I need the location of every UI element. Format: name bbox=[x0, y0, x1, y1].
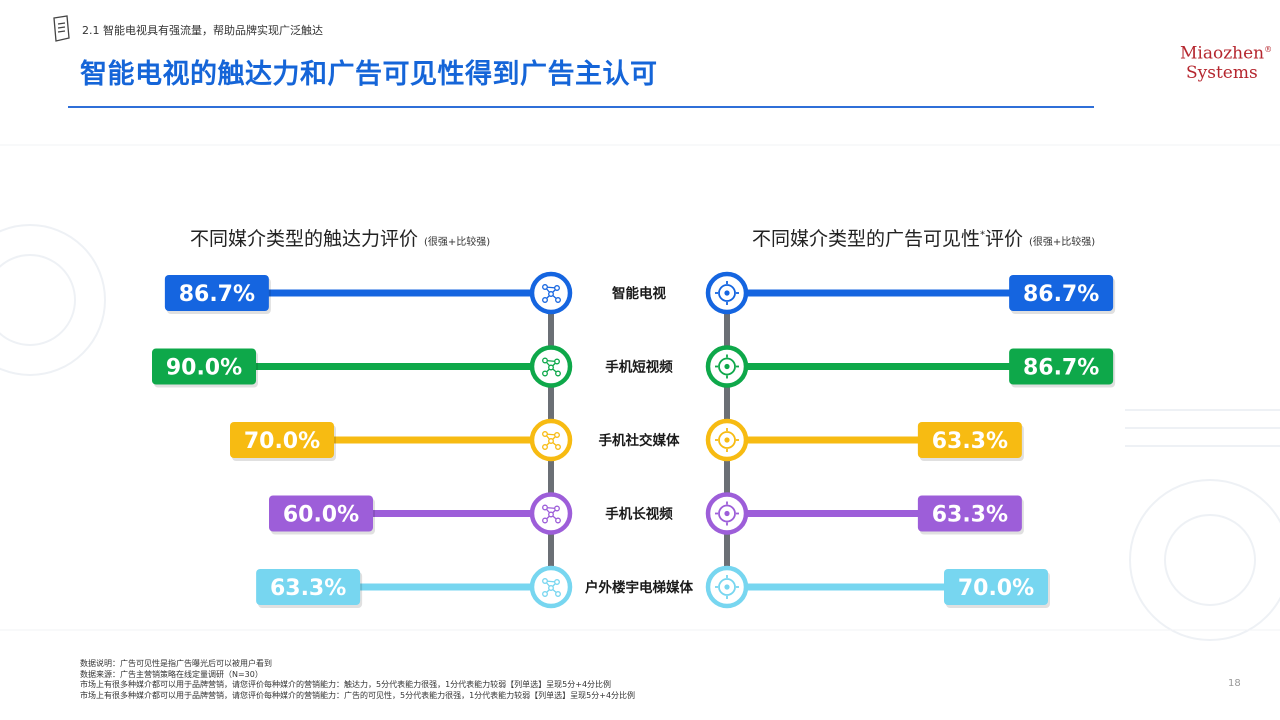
left-value-label: 86.7% bbox=[179, 282, 255, 307]
network-icon-dot bbox=[542, 517, 548, 524]
left-value-label: 70.0% bbox=[244, 429, 320, 454]
network-icon-dot bbox=[542, 370, 548, 377]
target-icon-center bbox=[724, 290, 730, 296]
network-icon-dot bbox=[548, 291, 554, 297]
right-value-box bbox=[917, 495, 1022, 532]
right-value-label: 86.7% bbox=[1023, 282, 1099, 307]
network-icon-dot bbox=[554, 505, 560, 512]
right-value-label: 86.7% bbox=[1023, 356, 1099, 381]
footnote-line: 市场上有很多种媒介都可以用于品牌营销，请您评价每种媒介的营销能力：触达力，5分代… bbox=[80, 680, 612, 689]
right-chart-title-asterisk: * bbox=[980, 229, 986, 241]
left-value-label: 63.3% bbox=[270, 576, 346, 601]
left-chart-title-text: 不同媒介类型的触达力评价 bbox=[190, 228, 419, 250]
left-chart-title: 不同媒介类型的触达力评价 (很强+比较强) bbox=[190, 224, 490, 251]
target-icon-center bbox=[724, 363, 730, 370]
footnote-line: 市场上有很多种媒介都可以用于品牌营销，请您评价每种媒介的营销能力：广告的可见性，… bbox=[80, 690, 636, 700]
right-chart-title: 不同媒介类型的广告可见性*评价 (很强+比较强) bbox=[752, 224, 1095, 251]
right-value-label: 63.3% bbox=[932, 429, 1008, 454]
document-icon bbox=[53, 15, 70, 42]
target-icon-center bbox=[724, 584, 730, 590]
category-label: 手机短视频 bbox=[605, 359, 673, 376]
network-icon-dot bbox=[554, 432, 560, 438]
network-icon-dot bbox=[554, 285, 560, 291]
right-value-box bbox=[1009, 348, 1114, 385]
target-icon-center bbox=[724, 437, 730, 443]
network-icon-dot bbox=[542, 504, 548, 511]
right-chart-note: (很强+比较强) bbox=[1029, 237, 1096, 248]
left-value-label: 90.0% bbox=[166, 356, 242, 381]
network-icon-dot bbox=[555, 297, 561, 303]
right-value-label: 63.3% bbox=[932, 503, 1008, 528]
left-value-box bbox=[230, 422, 334, 458]
network-icon-dot bbox=[542, 578, 548, 584]
logo-registered-mark: ® bbox=[1264, 45, 1273, 54]
target-icon-center bbox=[724, 510, 730, 517]
left-value-box bbox=[164, 275, 269, 311]
network-icon-dot bbox=[555, 591, 561, 597]
network-icon-dot bbox=[554, 579, 560, 585]
category-label: 户外楼宇电梯媒体 bbox=[585, 579, 693, 596]
left-chart-note: (很强+比较强) bbox=[424, 237, 491, 248]
right-value-label: 70.0% bbox=[958, 576, 1034, 601]
right-value-box bbox=[944, 569, 1048, 605]
page-number: 18 bbox=[1228, 678, 1241, 689]
left-value-label: 60.0% bbox=[283, 503, 359, 528]
network-icon-dot bbox=[555, 517, 561, 524]
target-icon-ring bbox=[718, 504, 736, 523]
network-icon-dot bbox=[555, 444, 561, 450]
category-label: 手机社交媒体 bbox=[599, 432, 680, 449]
right-value-box bbox=[1009, 275, 1114, 311]
target-icon-ring bbox=[718, 357, 736, 376]
network-icon-dot bbox=[548, 511, 554, 518]
title-divider bbox=[68, 106, 1094, 108]
network-icon-dot bbox=[542, 297, 548, 303]
right-chart-title-text: 不同媒介类型的广告可见性 bbox=[752, 228, 981, 250]
network-icon-dot bbox=[542, 284, 548, 290]
target-icon-ring bbox=[718, 431, 736, 449]
footnote-line: 数据来源：广告主营销策略在线定量调研（N=30） bbox=[80, 669, 263, 679]
page-title: 智能电视的触达力和广告可见性得到广告主认可 bbox=[80, 59, 658, 90]
category-label: 手机长视频 bbox=[605, 506, 673, 523]
logo-line1: Miaozhen bbox=[1180, 43, 1265, 64]
footnotes: 数据说明：广告可见性是指广告曝光后可以被用户看到 数据来源：广告主营销策略在线定… bbox=[80, 659, 635, 701]
network-icon-dot bbox=[542, 591, 548, 597]
target-icon-ring bbox=[718, 578, 736, 596]
network-icon-dot bbox=[555, 370, 561, 377]
left-value-box bbox=[152, 348, 256, 385]
network-icon-dot bbox=[548, 364, 554, 371]
network-icon-dot bbox=[542, 444, 548, 450]
miaozhen-logo: Miaozhen® Systems bbox=[1180, 40, 1272, 83]
category-label: 智能电视 bbox=[612, 285, 666, 302]
breadcrumb: 2.1 智能电视具有强流量，帮助品牌实现广泛触达 bbox=[82, 24, 323, 37]
network-icon-dot bbox=[542, 357, 548, 364]
logo-line2: Systems bbox=[1186, 62, 1258, 83]
right-value-box bbox=[917, 422, 1022, 458]
network-icon-dot bbox=[542, 431, 548, 437]
network-icon-dot bbox=[548, 585, 554, 591]
network-icon-dot bbox=[554, 358, 560, 365]
left-value-box bbox=[256, 569, 361, 605]
left-value-box bbox=[269, 495, 373, 532]
network-icon-dot bbox=[548, 438, 554, 444]
footnote-line: 数据说明：广告可见性是指广告曝光后可以被用户看到 bbox=[80, 659, 272, 668]
target-icon-ring bbox=[718, 284, 736, 302]
right-chart-title-tail: 评价 bbox=[985, 228, 1024, 250]
